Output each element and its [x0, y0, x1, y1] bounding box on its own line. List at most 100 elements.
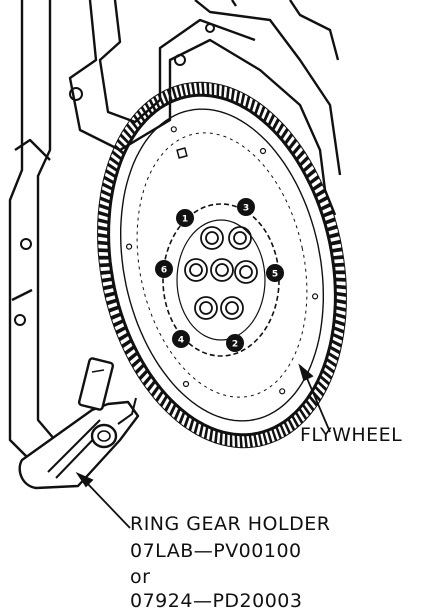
gear-tooth: [266, 429, 273, 444]
gear-tooth: [198, 423, 204, 437]
gear-tooth: [103, 175, 115, 185]
gear-tooth: [148, 99, 157, 113]
gear-tooth: [98, 203, 111, 211]
gear-tooth: [229, 433, 233, 447]
gear-tooth: [327, 351, 339, 361]
flywheel-rim-holes: [126, 126, 319, 395]
gear-tooth: [191, 82, 196, 96]
gear-tooth: [258, 105, 266, 119]
gear-tooth: [171, 86, 178, 101]
gear-tooth: [291, 143, 302, 156]
gear-tooth: [107, 162, 119, 173]
part-number-1: 07LAB—PV00100: [130, 540, 302, 562]
gear-tooth: [334, 270, 346, 275]
gear-tooth: [166, 88, 173, 102]
gear-tooth: [173, 407, 181, 421]
rim-hole: [259, 147, 267, 155]
gear-tooth: [219, 431, 223, 445]
gear-tooth: [314, 385, 325, 397]
gear-tooth: [119, 133, 130, 145]
gear-tooth: [280, 127, 289, 141]
bolt-3-number: 3: [243, 204, 249, 214]
gear-tooth: [116, 138, 128, 150]
gear-tooth: [138, 368, 149, 381]
crank-bolts: 1 3 6 5 4 2: [155, 198, 284, 352]
gear-tooth: [118, 332, 130, 342]
gear-tooth: [332, 332, 344, 341]
gear-tooth: [334, 277, 346, 282]
gear-tooth: [131, 357, 142, 368]
gear-tooth: [157, 93, 165, 107]
gear-tooth: [291, 414, 300, 428]
holder-arrowhead: [75, 471, 94, 488]
gear-tooth: [298, 407, 308, 421]
rim-hole: [312, 293, 319, 300]
gear-tooth: [108, 305, 120, 313]
gear-tooth: [334, 312, 346, 320]
bolt-4-number: 4: [178, 336, 184, 346]
gear-tooth: [111, 150, 123, 161]
gear-tooth: [254, 102, 261, 116]
gear-tooth: [164, 399, 173, 412]
gear-tooth: [142, 374, 153, 387]
gear-tooth: [335, 298, 347, 305]
gear-tooth: [97, 225, 109, 232]
gear-tooth: [216, 83, 220, 98]
gear-tooth: [314, 188, 326, 198]
gear-tooth: [203, 425, 209, 440]
bolt-6-number: 6: [161, 266, 167, 276]
gear-tooth: [305, 399, 315, 412]
gear-tooth: [239, 434, 243, 448]
gear-tooth: [97, 233, 109, 239]
rim-hole: [126, 243, 133, 250]
gear-tooth: [288, 138, 298, 151]
rim-hole: [279, 388, 286, 395]
gear-tooth: [324, 217, 336, 225]
flywheel-leader: [305, 375, 331, 433]
gear-tooth: [287, 417, 296, 431]
gear-tooth: [144, 102, 153, 116]
bolt-5-number: 5: [272, 270, 278, 280]
rim-hole: [170, 126, 177, 133]
gear-tooth: [319, 374, 330, 386]
bolt-2-number: 2: [232, 340, 238, 350]
gear-tooth: [104, 291, 116, 298]
gear-tooth: [126, 123, 136, 136]
bolt-4: 4: [172, 330, 190, 348]
gear-tooth: [121, 338, 133, 349]
gear-tooth: [257, 432, 263, 446]
gear-tooth: [317, 195, 329, 205]
gear-tooth: [224, 432, 228, 447]
gear-tooth: [275, 426, 282, 440]
gear-tooth: [240, 93, 246, 107]
leader-lines: [75, 363, 331, 529]
gear-tooth: [146, 379, 156, 392]
gear-tooth: [98, 210, 110, 218]
ring-gear-holder-label: RING GEAR HOLDER: [130, 513, 331, 535]
gear-tooth: [262, 431, 268, 445]
gear-tooth: [294, 411, 304, 424]
or-label: or: [130, 566, 151, 588]
bolt-1: 1: [176, 209, 194, 227]
gear-tooth: [181, 84, 187, 98]
gear-tooth: [106, 298, 118, 306]
gear-tooth: [186, 83, 191, 97]
gear-tooth: [279, 423, 287, 437]
gear-tooth: [102, 284, 115, 291]
gear-tooth: [308, 175, 320, 185]
gear-tooth: [124, 345, 136, 355]
flywheel-label: FLYWHEEL: [300, 424, 403, 446]
gear-tooth: [134, 363, 145, 375]
crankshaft-hub: [162, 203, 280, 357]
gear-tooth: [162, 90, 169, 104]
bolt-1-number: 1: [182, 215, 188, 225]
gear-tooth: [183, 414, 190, 428]
gear-tooth: [299, 155, 310, 167]
gear-tooth: [234, 434, 238, 448]
gear-tooth: [305, 168, 317, 179]
gear-tooth: [122, 128, 133, 140]
gear-tooth: [188, 417, 195, 432]
gear-tooth: [114, 144, 125, 156]
gear-tooth: [230, 88, 235, 102]
